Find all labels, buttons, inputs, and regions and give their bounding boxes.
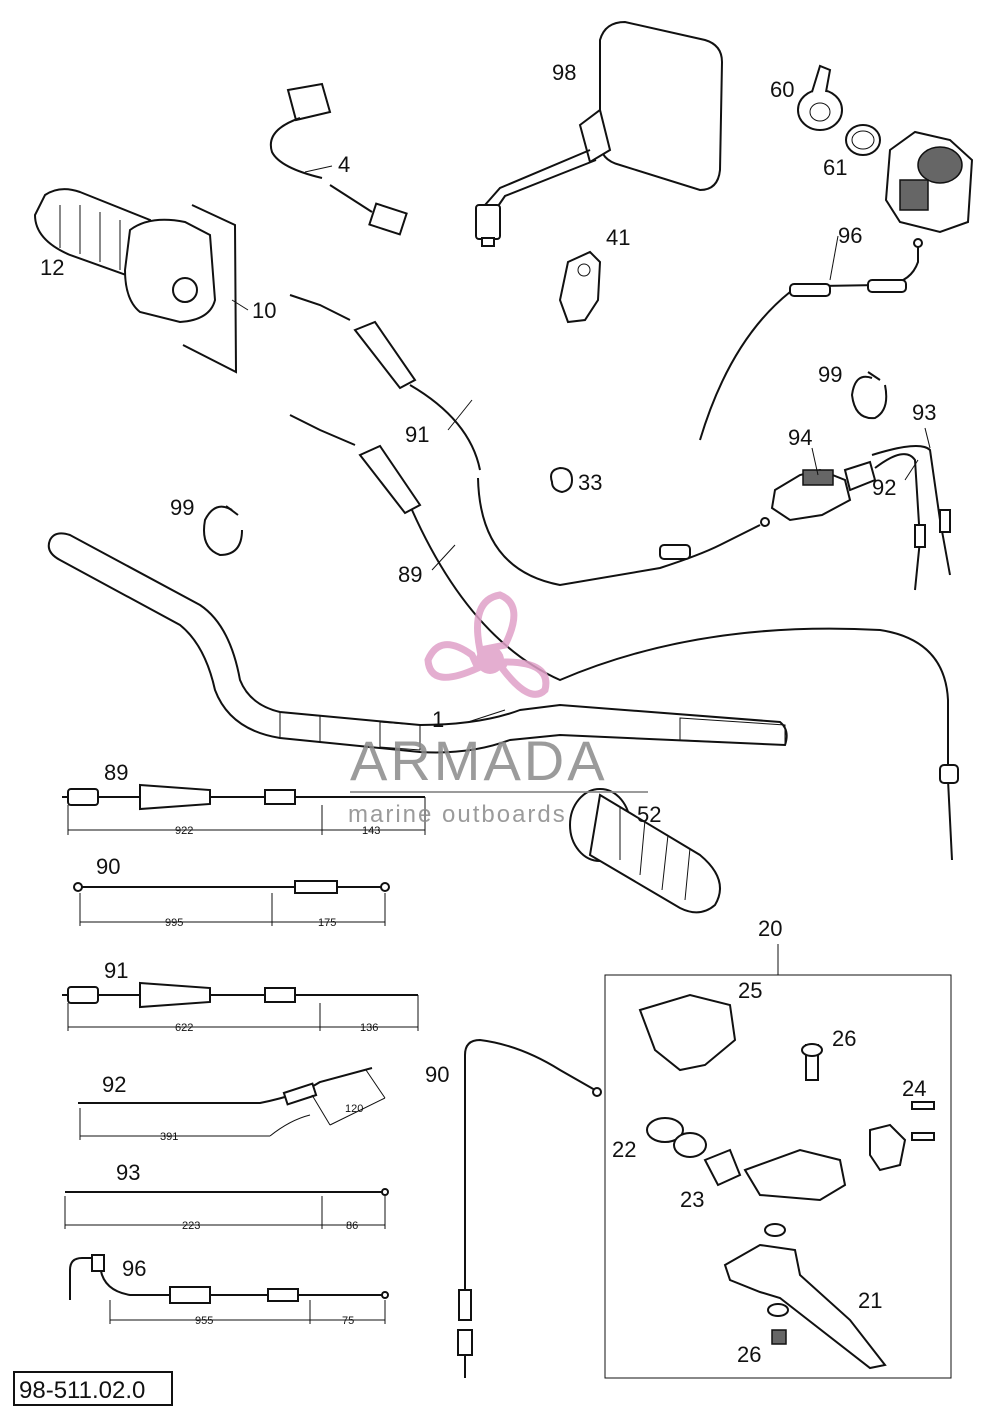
washer xyxy=(845,124,881,156)
label-1: 1 xyxy=(432,707,444,732)
label-33: 33 xyxy=(578,470,602,495)
label-24: 24 xyxy=(902,1076,926,1101)
handlebar xyxy=(47,532,788,754)
clamp-99-upper xyxy=(850,371,888,420)
cable-89-dim-b: 143 xyxy=(362,825,380,837)
cable-91-dim-b: 136 xyxy=(360,1022,378,1034)
cable-spec-96 xyxy=(69,1254,389,1324)
kill-switch xyxy=(269,82,408,236)
lever-assembly xyxy=(604,944,952,1379)
cable-92-dim-a: 391 xyxy=(160,1131,178,1143)
cable-spec-93 xyxy=(64,1188,389,1229)
label-94: 94 xyxy=(788,425,812,450)
label-10: 10 xyxy=(252,298,276,323)
label-4: 4 xyxy=(338,152,350,177)
cable-label-93: 93 xyxy=(116,1160,140,1185)
label-96: 96 xyxy=(838,223,862,248)
mirror xyxy=(475,20,724,247)
label-93: 93 xyxy=(912,400,936,425)
label-90: 90 xyxy=(425,1062,449,1087)
watermark-brand: ARMADA xyxy=(350,729,608,792)
switch-housing xyxy=(884,130,974,234)
watermark: ARMADA marine outboards xyxy=(348,591,648,828)
cable-91 xyxy=(289,294,770,587)
label-52: 52 xyxy=(637,802,661,827)
label-12: 12 xyxy=(40,255,64,280)
cable-92-dim-b: 120 xyxy=(345,1103,363,1115)
cable-96-dim-b: 75 xyxy=(342,1315,354,1327)
label-60: 60 xyxy=(770,77,794,102)
cable-spec-91 xyxy=(62,981,419,1031)
clamp-99-lower xyxy=(203,505,243,557)
reference-box: 98-511.02.0 xyxy=(13,1371,173,1406)
propeller-logo-icon xyxy=(424,591,550,698)
label-91: 91 xyxy=(405,422,429,447)
label-26b: 26 xyxy=(737,1342,761,1367)
cable-spec-90 xyxy=(73,880,390,926)
cable-93-dim-b: 86 xyxy=(346,1220,358,1232)
connector-94 xyxy=(770,445,951,591)
cable-label-90: 90 xyxy=(96,854,120,879)
cable-89-dim-a: 922 xyxy=(175,825,193,837)
label-98: 98 xyxy=(552,60,576,85)
label-21: 21 xyxy=(858,1288,882,1313)
cable-91-dim-a: 622 xyxy=(175,1022,193,1034)
cable-label-96: 96 xyxy=(122,1256,146,1281)
cable-96-dim-a: 955 xyxy=(195,1315,213,1327)
label-99b: 99 xyxy=(170,495,194,520)
label-22: 22 xyxy=(612,1137,636,1162)
label-23: 23 xyxy=(680,1187,704,1212)
cable-label-92: 92 xyxy=(102,1072,126,1097)
label-99a: 99 xyxy=(818,362,842,387)
adjuster-ring xyxy=(797,64,843,131)
label-20: 20 xyxy=(758,916,782,941)
reference-number: 98-511.02.0 xyxy=(19,1377,145,1404)
cable-93-dim-a: 223 xyxy=(182,1220,200,1232)
cable-spec-89 xyxy=(62,783,426,835)
grip-52 xyxy=(569,788,721,914)
label-92: 92 xyxy=(872,475,896,500)
cable-96 xyxy=(699,238,923,441)
cable-spec-92 xyxy=(78,1067,386,1140)
mirror-clamp xyxy=(558,250,602,324)
leader-lines xyxy=(231,165,931,723)
part-labels: 98 60 61 4 12 10 41 96 99 93 94 92 91 33… xyxy=(40,60,936,1367)
label-25: 25 xyxy=(738,978,762,1003)
label-26a: 26 xyxy=(832,1026,856,1051)
throttle-grip xyxy=(33,188,238,374)
cable-label-89: 89 xyxy=(104,760,128,785)
cable-labels: 89 922 143 90 995 175 91 622 136 92 391 … xyxy=(96,760,380,1327)
cable-label-91: 91 xyxy=(104,958,128,983)
label-89: 89 xyxy=(398,562,422,587)
watermark-tagline: marine outboards xyxy=(348,801,567,828)
label-61: 61 xyxy=(823,155,847,180)
cable-90-dim-a: 995 xyxy=(165,917,183,929)
label-41: 41 xyxy=(606,225,630,250)
nut xyxy=(550,466,574,494)
cable-90-dim-b: 175 xyxy=(318,917,336,929)
cable-90-vertical xyxy=(457,1038,602,1378)
